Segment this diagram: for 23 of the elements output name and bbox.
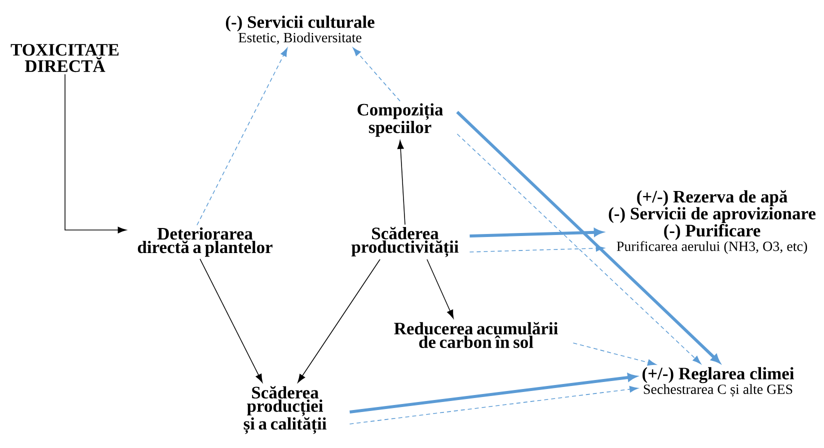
text-label: (+/-) Reglarea climei Sechestrarea C și alte GES xyxy=(642,367,794,397)
text-label: TOXICITATE DIRECTĂ xyxy=(10,44,119,72)
arrow xyxy=(298,258,380,383)
arrow xyxy=(352,48,400,102)
arrow xyxy=(196,48,288,226)
arrow xyxy=(397,140,406,226)
arrow xyxy=(470,228,603,238)
text-label: (-) Servicii culturale Estetic, Biodiversitate xyxy=(226,16,374,44)
arrow xyxy=(456,134,702,364)
arrow xyxy=(350,373,636,414)
text-label: Scăderea producției și a calității xyxy=(244,386,326,434)
arrow xyxy=(572,342,656,366)
arrow xyxy=(469,245,605,252)
arrow xyxy=(64,74,126,234)
arrow xyxy=(456,110,720,364)
text-label: Scăderea productivității xyxy=(351,226,459,258)
arrow xyxy=(200,258,263,383)
text-label: Reducerea acumulării de carbon în sol xyxy=(394,322,558,348)
text-label: Compoziția speciilor xyxy=(358,103,443,137)
text-label: (+/-) Rezerva de apă (-) Servicii de aprovizionare (-) Purificare Purificarea aerului (NH3, O3, etc) xyxy=(608,190,816,254)
arrow xyxy=(349,386,638,424)
text-label: Deteriorarea directă a plantelor xyxy=(138,227,272,257)
arrow xyxy=(426,258,454,319)
